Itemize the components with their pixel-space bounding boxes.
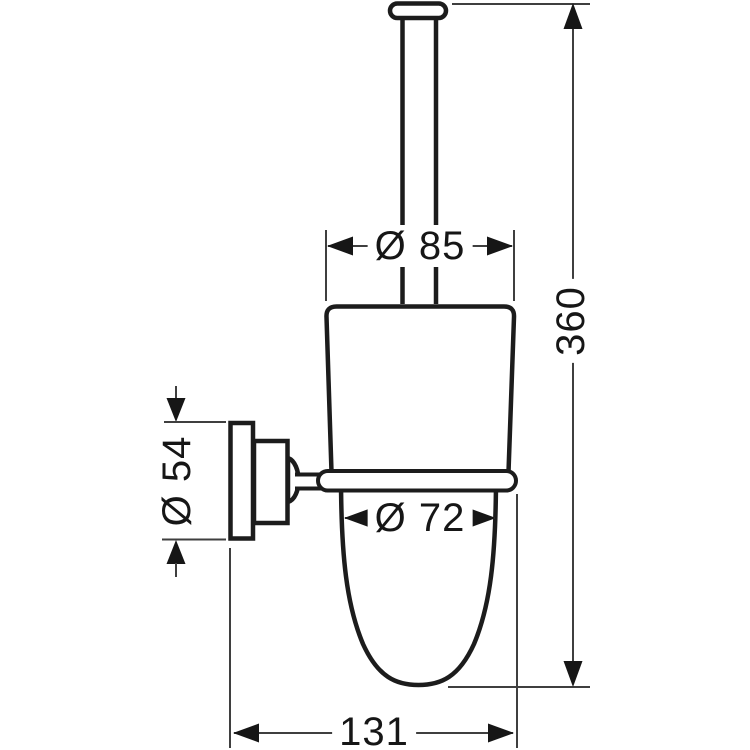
arrow-down-icon — [563, 661, 583, 687]
dimension-label-overall-height: 360 — [549, 279, 593, 363]
dimension-rosette-diameter — [162, 386, 226, 577]
arrow-right-icon — [488, 723, 514, 743]
cup-upper-body — [324, 304, 517, 475]
wall-rosette-plate — [228, 420, 256, 541]
dimension-label-wall-projection: 131 — [332, 711, 416, 750]
arrow-down-icon — [166, 398, 186, 422]
arrow-left-icon — [327, 236, 353, 256]
mount-body — [251, 438, 290, 526]
brush-holder-outline — [228, 1, 518, 688]
arrow-left-icon — [344, 508, 370, 528]
dimension-label-cup-diameter: Ø 72 — [367, 497, 473, 539]
dimension-label-rosette-diameter: Ø 54 — [155, 428, 199, 534]
arrow-left-icon — [233, 723, 259, 743]
holder-ring — [316, 469, 518, 493]
brush-handle-knob — [387, 1, 449, 21]
arrow-up-icon — [563, 3, 583, 29]
arrow-right-icon — [470, 508, 496, 528]
dimension-label-top-diameter: Ø 85 — [367, 225, 473, 267]
arrow-up-icon — [166, 540, 186, 564]
arrow-right-icon — [487, 236, 513, 256]
